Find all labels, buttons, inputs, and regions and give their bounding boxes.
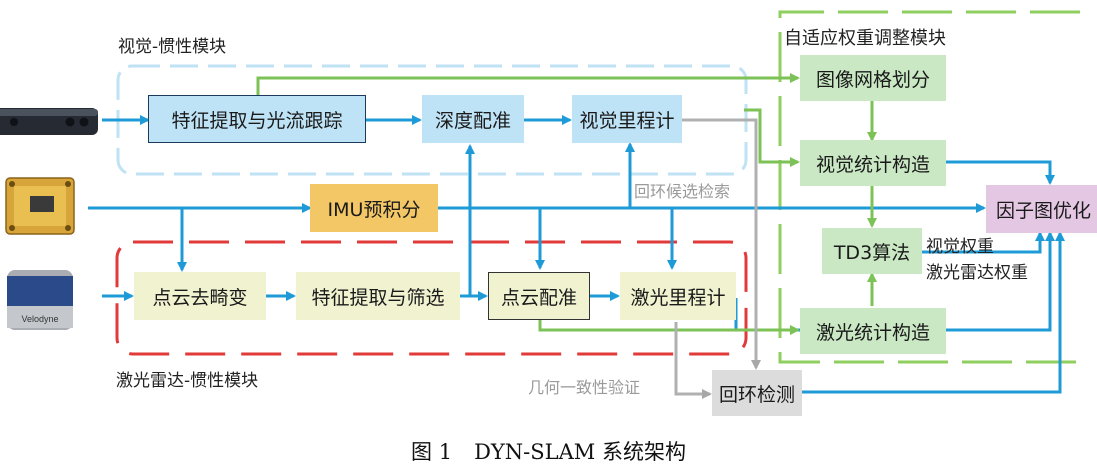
geometric-check-label: 几何一致性验证 xyxy=(528,378,641,397)
depth-registration-node: 深度配准 xyxy=(422,95,524,143)
adaptive-group-label: 自适应权重调整模块 xyxy=(784,28,946,49)
figure-caption: 图 1 DYN-SLAM 系统架构 xyxy=(0,436,1097,466)
lidar-odometry-node: 激光里程计 xyxy=(620,272,736,320)
visual-inertial-group-label: 视觉-惯性模块 xyxy=(118,37,227,57)
stereo-camera-icon xyxy=(0,108,98,135)
lidar-inertial-group-label: 激光雷达-惯性模块 xyxy=(116,371,259,391)
visual-weight-label: 视觉权重 xyxy=(926,237,994,257)
arrow-pcreg-to-lstats xyxy=(538,320,800,335)
loop-detection-node: 回环检测 xyxy=(712,370,802,416)
lidar-sensor-icon: Velodyne xyxy=(7,270,73,330)
lidar-inertial-group-box xyxy=(115,240,748,356)
td3-node: TD3算法 xyxy=(822,228,922,274)
caption-title: DYN-SLAM 系统架构 xyxy=(474,440,686,464)
adaptive-group-box xyxy=(778,10,1090,364)
lidar-brand-label: Velodyne xyxy=(21,314,58,324)
deskew-node: 点云去畸变 xyxy=(134,272,266,320)
arrow-loop-to-factor xyxy=(800,231,1065,394)
imu-preintegration-node: IMU预积分 xyxy=(310,184,438,232)
arrow-lo-to-loop xyxy=(674,322,712,399)
loop-candidate-label: 回环候选检索 xyxy=(634,182,731,201)
arrow-vstats-to-factor xyxy=(944,160,1055,185)
feature-tracking-node: 特征提取与光流跟踪 xyxy=(148,95,366,143)
arrow-feature-to-grid xyxy=(256,73,800,95)
pc-registration-node: 点云配准 xyxy=(488,272,590,320)
arrow-td3-weights-to-factor xyxy=(922,231,1045,254)
arrow-vo-to-loop xyxy=(682,118,761,370)
arrow-depth-to-vstats xyxy=(744,108,800,167)
image-grid-node: 图像网格划分 xyxy=(800,55,946,101)
imu-sensor-icon xyxy=(5,177,75,235)
arrow-lstats-to-factor xyxy=(944,231,1055,332)
caption-number: 图 1 xyxy=(411,440,453,464)
lidar-stats-node: 激光统计构造 xyxy=(800,308,946,354)
visual-odometry-node: 视觉里程计 xyxy=(572,95,682,143)
visual-stats-node: 视觉统计构造 xyxy=(800,140,946,186)
factor-graph-node: 因子图优化 xyxy=(986,185,1097,233)
feature-filter-node: 特征提取与筛选 xyxy=(296,272,460,320)
lidar-weight-label: 激光雷达权重 xyxy=(926,263,1028,283)
